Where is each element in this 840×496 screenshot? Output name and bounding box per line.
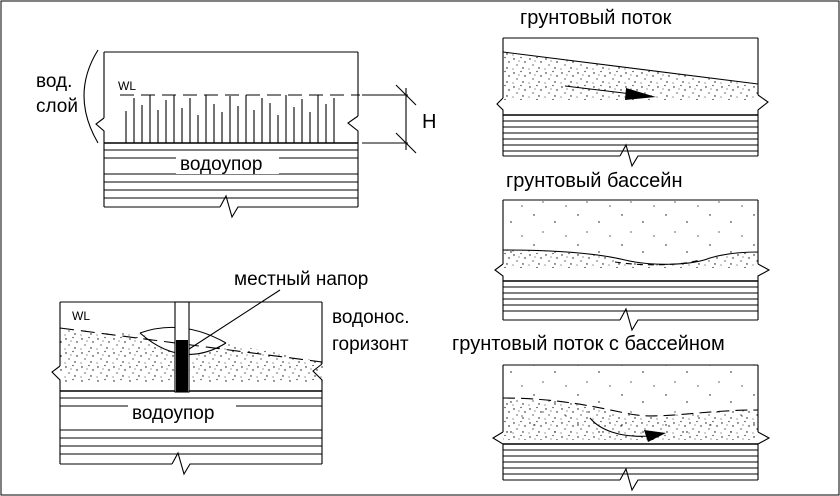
- flow-title: грунтовый поток: [520, 7, 672, 29]
- panel-flow-with-basin: [491, 364, 771, 492]
- panel-local-head: [51, 289, 324, 476]
- basin-title: грунтовый бассейн: [506, 170, 682, 192]
- water-level-label-2: WL: [72, 309, 90, 323]
- aquiclude-label-2-bg: [128, 400, 236, 424]
- aquifer-horizon-label-2: горизонт: [332, 334, 409, 355]
- well-bars: [125, 95, 335, 143]
- flow-arrow-head: [625, 88, 656, 100]
- water-level-label: WL: [118, 79, 136, 93]
- aquifer-horizon-label-1: водонос.: [332, 307, 410, 328]
- panel-groundwater-flow: [496, 37, 769, 168]
- panel-aquifer-layer: [83, 49, 417, 219]
- head-label: H: [422, 111, 436, 133]
- flow-arrow-head-2: [644, 430, 666, 442]
- aquifer-layer-label-2: слой: [36, 96, 78, 117]
- aquifer-layer-label-1: вод.: [36, 71, 72, 92]
- local-head-label: местный напор: [234, 269, 368, 290]
- aquiclude-label-bg: [176, 152, 279, 174]
- aquiclude-label: водоупор: [180, 154, 262, 175]
- well-water-column: [176, 340, 188, 392]
- head-dimension: [362, 84, 417, 154]
- flow-basin-title: грунтовый поток с бассейном: [452, 333, 725, 355]
- aquiclude-label-2: водоупор: [132, 403, 214, 424]
- layer-bracket: [83, 49, 99, 144]
- panel-groundwater-basin: [494, 199, 771, 332]
